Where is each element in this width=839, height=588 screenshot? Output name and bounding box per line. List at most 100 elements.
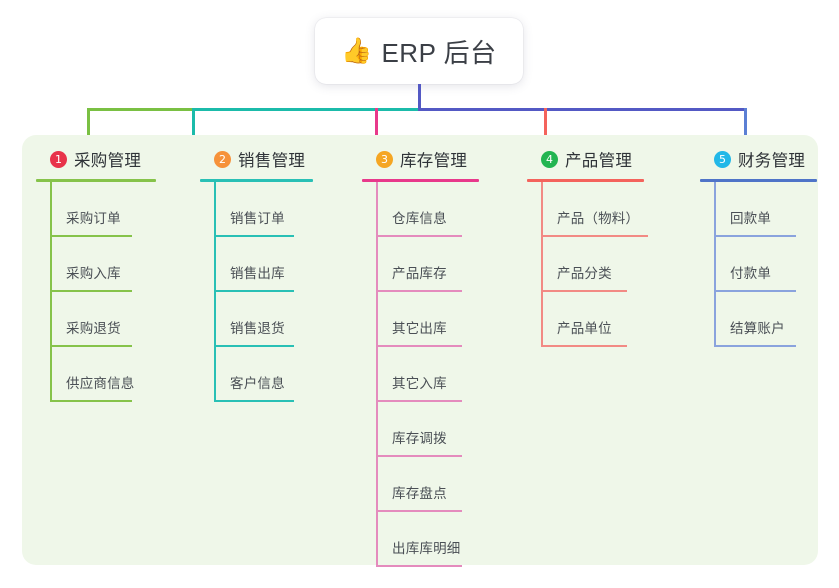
column-number-badge: 2	[214, 150, 231, 168]
column-header-rule	[700, 179, 817, 182]
root-node-card[interactable]: 👍 ERP 后台	[315, 18, 523, 84]
list-item-rule	[376, 565, 462, 567]
list-item[interactable]: 销售退货	[200, 292, 365, 347]
connector-drop-column-5	[744, 108, 747, 138]
list-item-label: 出库库明细	[392, 541, 461, 556]
list-item-rule	[714, 235, 796, 237]
list-item[interactable]: 销售订单	[200, 182, 365, 237]
list-item-label: 库存调拨	[392, 431, 447, 446]
column-header-rule	[362, 179, 479, 182]
list-item-label: 结算账户	[730, 321, 785, 336]
column-title: 采购管理	[74, 152, 142, 170]
list-item[interactable]: 采购订单	[36, 182, 211, 237]
list-item-rule	[214, 290, 294, 292]
list-item-label: 回款单	[730, 211, 772, 226]
list-item-rule	[714, 345, 796, 347]
list-item-label: 采购入库	[66, 266, 121, 281]
list-item-rule	[376, 400, 462, 402]
column-trunk-line	[714, 182, 716, 347]
list-item-label: 产品（物料）	[557, 211, 640, 226]
list-item[interactable]: 库存调拨	[362, 402, 532, 457]
list-item[interactable]: 付款单	[700, 237, 830, 292]
column-header-rule	[36, 179, 156, 182]
list-item-rule	[376, 290, 462, 292]
column-header-rule	[200, 179, 313, 182]
list-item-label: 采购订单	[66, 211, 121, 226]
list-item-rule	[50, 235, 132, 237]
connector-drop-column-3	[375, 108, 378, 138]
column-trunk-line	[541, 182, 543, 347]
column-title: 产品管理	[565, 152, 633, 170]
column-number-badge: 5	[714, 150, 731, 168]
list-item-label: 付款单	[730, 266, 772, 281]
list-item-rule	[714, 290, 796, 292]
list-item-label: 采购退货	[66, 321, 121, 336]
list-item-rule	[541, 235, 648, 237]
column-items: 仓库信息产品库存其它出库其它入库库存调拨库存盘点出库库明细	[362, 182, 532, 567]
connector-drop-column-4	[544, 108, 547, 138]
list-item-rule	[376, 345, 462, 347]
list-item-rule	[541, 345, 627, 347]
list-item-rule	[376, 455, 462, 457]
list-item-rule	[376, 235, 462, 237]
list-item-label: 客户信息	[230, 376, 285, 391]
list-item-rule	[50, 290, 132, 292]
column-header-5[interactable]: 5 财务管理	[700, 146, 830, 172]
list-item[interactable]: 采购退货	[36, 292, 211, 347]
column-header-1[interactable]: 1 采购管理	[36, 146, 211, 172]
list-item-label: 产品单位	[557, 321, 612, 336]
column-number-badge: 4	[541, 150, 558, 168]
list-item[interactable]: 产品单位	[527, 292, 707, 347]
column-items: 销售订单销售出库销售退货客户信息	[200, 182, 365, 402]
list-item[interactable]: 库存盘点	[362, 457, 532, 512]
list-item-label: 销售订单	[230, 211, 285, 226]
list-item-label: 其它出库	[392, 321, 447, 336]
column-items: 采购订单采购入库采购退货供应商信息	[36, 182, 211, 402]
list-item[interactable]: 供应商信息	[36, 347, 211, 402]
list-item[interactable]: 仓库信息	[362, 182, 532, 237]
list-item[interactable]: 其它出库	[362, 292, 532, 347]
column-trunk-line	[214, 182, 216, 402]
list-item[interactable]: 出库库明细	[362, 512, 532, 567]
root-node-content: 👍 ERP 后台	[341, 33, 496, 70]
list-item[interactable]: 结算账户	[700, 292, 830, 347]
column-title: 财务管理	[738, 152, 806, 170]
connector-bus-segment-teal	[192, 108, 420, 111]
column-1: 1 采购管理采购订单采购入库采购退货供应商信息	[36, 146, 211, 402]
column-trunk-line	[50, 182, 52, 402]
list-item-rule	[376, 510, 462, 512]
list-item[interactable]: 其它入库	[362, 347, 532, 402]
list-item-rule	[214, 235, 294, 237]
list-item[interactable]: 产品分类	[527, 237, 707, 292]
list-item[interactable]: 客户信息	[200, 347, 365, 402]
connector-root-drop	[418, 84, 421, 109]
list-item-rule	[50, 400, 132, 402]
list-item-label: 其它入库	[392, 376, 447, 391]
column-number-badge: 1	[50, 150, 67, 168]
list-item-rule	[541, 290, 627, 292]
list-item[interactable]: 产品库存	[362, 237, 532, 292]
column-items: 回款单付款单结算账户	[700, 182, 830, 347]
list-item-label: 销售出库	[230, 266, 285, 281]
list-item[interactable]: 产品（物料）	[527, 182, 707, 237]
list-item-label: 产品库存	[392, 266, 447, 281]
list-item-label: 产品分类	[557, 266, 612, 281]
diagram-panel	[22, 135, 818, 565]
column-trunk-line	[376, 182, 378, 567]
list-item[interactable]: 采购入库	[36, 237, 211, 292]
column-title: 库存管理	[400, 152, 468, 170]
column-5: 5 财务管理回款单付款单结算账户	[700, 146, 830, 347]
column-title: 销售管理	[238, 152, 306, 170]
list-item-rule	[214, 400, 294, 402]
list-item[interactable]: 回款单	[700, 182, 830, 237]
connector-drop-column-1	[87, 108, 90, 138]
connector-bus-segment-green	[87, 108, 194, 111]
column-header-2[interactable]: 2 销售管理	[200, 146, 365, 172]
thumbs-up-icon: 👍	[341, 36, 373, 65]
list-item-rule	[214, 345, 294, 347]
list-item[interactable]: 销售出库	[200, 237, 365, 292]
list-item-label: 仓库信息	[392, 211, 447, 226]
column-header-4[interactable]: 4 产品管理	[527, 146, 707, 172]
